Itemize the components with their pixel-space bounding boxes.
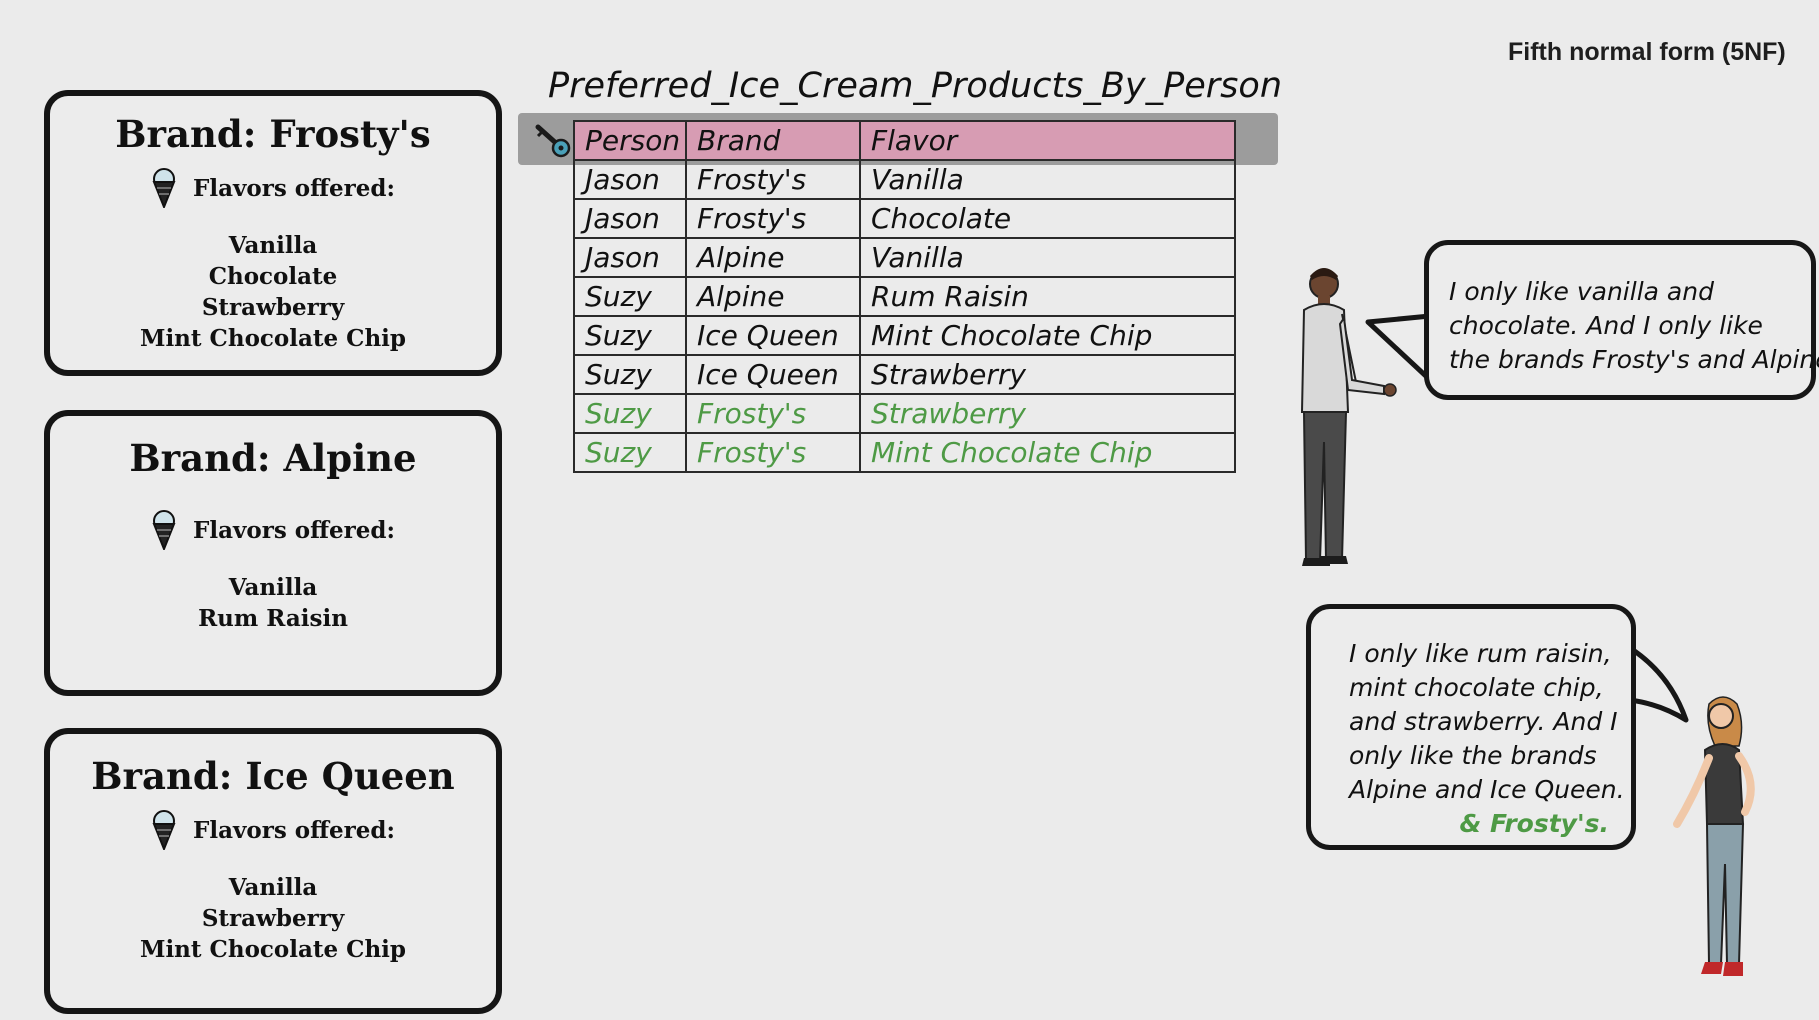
column-header-person: Person: [573, 120, 687, 161]
flavor-item: Mint Chocolate Chip: [139, 325, 407, 352]
ice-cream-cone-icon: [152, 168, 176, 208]
cell-brand: Alpine: [685, 237, 861, 278]
cell-brand: Ice Queen: [685, 354, 861, 395]
flavor-item: Strawberry: [201, 294, 345, 321]
offered-label: Flavors offered:: [193, 174, 395, 202]
column-header-brand: Brand: [685, 120, 861, 161]
bubble-addition: & Frosty's.: [1459, 809, 1610, 838]
table-row-added: Suzy Frosty's Strawberry: [573, 393, 1236, 434]
cell-flavor: Mint Chocolate Chip: [859, 432, 1236, 473]
brand-title: Brand: Ice Queen: [91, 754, 455, 798]
bubble-line: I only like rum raisin,: [1349, 639, 1612, 668]
page-heading: Fifth normal form (5NF): [1508, 38, 1786, 66]
bubble-line: only like the brands: [1349, 741, 1597, 770]
cell-brand: Alpine: [685, 276, 861, 317]
woman-figure: [1673, 696, 1755, 976]
header-row: Person Brand Flavor: [573, 120, 1236, 161]
cell-flavor: Rum Raisin: [859, 276, 1236, 317]
bubble-line: and strawberry. And I: [1349, 707, 1618, 736]
cell-brand: Frosty's: [685, 198, 861, 239]
flavor-item: Vanilla: [228, 574, 318, 601]
cell-person: Jason: [573, 159, 687, 200]
table-title: Preferred_Ice_Cream_Products_By_Person: [548, 66, 1283, 106]
cell-flavor: Chocolate: [859, 198, 1236, 239]
speech-bubble-tail: [1628, 645, 1689, 723]
speech-bubble-woman: I only like rum raisin, mint chocolate c…: [1306, 604, 1636, 850]
bubble-line: mint chocolate chip,: [1349, 673, 1604, 702]
cell-person: Jason: [573, 237, 687, 278]
flavor-list: Vanilla Rum Raisin: [50, 572, 496, 634]
brand-card-frostys: Brand: Frosty's Flavors offered: Vanilla…: [44, 90, 502, 376]
speech-bubble-man: I only like vanilla and chocolate. And I…: [1424, 240, 1819, 400]
flavor-item: Chocolate: [208, 263, 338, 290]
flavor-item: Vanilla: [228, 232, 318, 259]
flavor-item: Mint Chocolate Chip: [139, 936, 407, 963]
cell-person: Suzy: [573, 276, 687, 317]
bubble-line: the brands Frosty's and Alpine.: [1449, 345, 1819, 374]
flavor-item: Vanilla: [228, 874, 318, 901]
bubble-line: I only like vanilla and: [1449, 277, 1714, 306]
column-header-flavor: Flavor: [859, 120, 1236, 161]
cell-person: Suzy: [573, 315, 687, 356]
table-row-added: Suzy Frosty's Mint Chocolate Chip: [573, 432, 1236, 473]
flavor-item: Rum Raisin: [198, 605, 348, 632]
flavor-list: Vanilla Chocolate Strawberry Mint Chocol…: [50, 230, 496, 354]
cell-flavor: Mint Chocolate Chip: [859, 315, 1236, 356]
offered-label: Flavors offered:: [193, 816, 395, 844]
bubble-line: Alpine and Ice Queen.: [1349, 775, 1625, 804]
table-row: Jason Frosty's Chocolate: [573, 198, 1236, 239]
flavor-list: Vanilla Strawberry Mint Chocolate Chip: [50, 872, 496, 965]
speech-bubble-tail: [1365, 313, 1431, 380]
cell-brand: Frosty's: [685, 432, 861, 473]
cell-flavor: Vanilla: [859, 159, 1236, 200]
table-row: Suzy Alpine Rum Raisin: [573, 276, 1236, 317]
brand-card-ice-queen: Brand: Ice Queen Flavors offered: Vanill…: [44, 728, 502, 1014]
flavor-item: Strawberry: [201, 905, 345, 932]
table-row: Jason Alpine Vanilla: [573, 237, 1236, 278]
brand-title: Brand: Alpine: [129, 436, 417, 480]
cell-brand: Frosty's: [685, 393, 861, 434]
ice-cream-cone-icon: [152, 810, 176, 850]
offered-label: Flavors offered:: [193, 516, 395, 544]
cell-person: Suzy: [573, 393, 687, 434]
cell-person: Suzy: [573, 432, 687, 473]
cell-flavor: Vanilla: [859, 237, 1236, 278]
cell-flavor: Strawberry: [859, 354, 1236, 395]
table-row: Suzy Ice Queen Mint Chocolate Chip: [573, 315, 1236, 356]
ice-cream-cone-icon: [152, 510, 176, 550]
key-icon: [535, 124, 571, 158]
bubble-line: chocolate. And I only like: [1449, 311, 1763, 340]
cell-brand: Ice Queen: [685, 315, 861, 356]
table-row: Suzy Ice Queen Strawberry: [573, 354, 1236, 395]
brand-card-alpine: Brand: Alpine Flavors offered: Vanilla R…: [44, 410, 502, 696]
preferred-products-table: Person Brand Flavor Jason Frosty's Vanil…: [573, 120, 1236, 473]
table-row: Jason Frosty's Vanilla: [573, 159, 1236, 200]
cell-flavor: Strawberry: [859, 393, 1236, 434]
man-figure: [1300, 268, 1397, 566]
cell-brand: Frosty's: [685, 159, 861, 200]
brand-title: Brand: Frosty's: [115, 112, 431, 156]
cell-person: Suzy: [573, 354, 687, 395]
cell-person: Jason: [573, 198, 687, 239]
